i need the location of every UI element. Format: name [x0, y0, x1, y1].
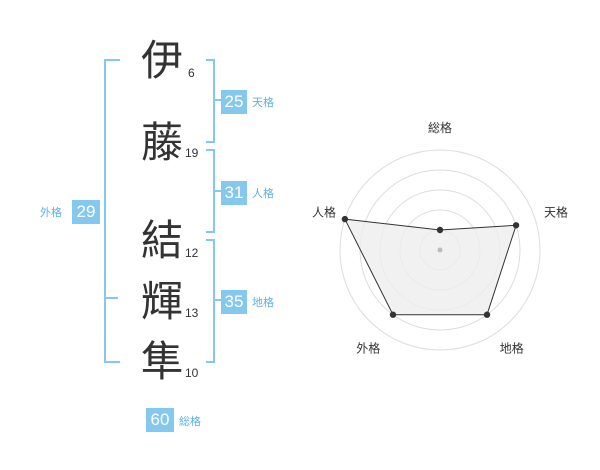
- radar-point-1: [436, 226, 444, 234]
- gaikaku-label: 外格: [40, 206, 62, 219]
- chikaku-label: 地格: [252, 296, 274, 309]
- stroke-count-5: 10: [185, 366, 199, 380]
- name-char-2: 藤: [141, 118, 184, 167]
- radar-axis-label-1: 総格: [428, 120, 452, 135]
- gaikaku-score: 29: [72, 200, 100, 224]
- chikaku-bracket: [206, 239, 215, 363]
- radar-axis-label-5: 人格: [312, 204, 336, 219]
- name-char-3: 結: [141, 216, 184, 265]
- stroke-count-4: 13: [185, 306, 199, 320]
- chikaku-tick: [215, 299, 221, 301]
- jinkaku-label: 人格: [252, 187, 274, 200]
- radar-point-5: [341, 215, 349, 223]
- radar-axis-label-4: 外格: [356, 341, 380, 356]
- tenkaku-score: 25: [221, 90, 247, 114]
- jinkaku-tick: [215, 190, 221, 192]
- radar-ring-1: [419, 229, 461, 271]
- radar-point-2: [512, 222, 520, 229]
- radar-ring-2: [399, 209, 481, 291]
- radar-center-dot: [437, 247, 443, 253]
- radar-axis-label-3: 地格: [500, 341, 524, 356]
- radar-ring-5: [339, 149, 541, 351]
- soukaku-label: 総格: [179, 415, 201, 428]
- jinkaku-score: 31: [221, 181, 247, 205]
- tenkaku-bracket: [206, 59, 215, 143]
- radar-point-3: [483, 311, 491, 318]
- stroke-count-2: 19: [185, 146, 199, 160]
- stroke-count-1: 6: [188, 66, 195, 80]
- radar-axis-label-2: 天格: [544, 204, 568, 219]
- tenkaku-tick: [215, 99, 221, 101]
- tenkaku-label: 天格: [252, 96, 274, 109]
- name-char-1: 伊: [141, 36, 184, 85]
- name-char-5: 隼: [141, 337, 184, 386]
- gaikaku-bracket: [104, 59, 120, 363]
- chikaku-score: 35: [221, 290, 247, 314]
- stroke-count-3: 12: [185, 246, 199, 260]
- jinkaku-bracket: [206, 149, 215, 233]
- gaikaku-inner-tick: [106, 297, 118, 299]
- radar-ring-4: [359, 169, 521, 331]
- radar-polygon: [344, 218, 517, 316]
- radar-point-4: [389, 311, 397, 318]
- soukaku-score: 60: [146, 408, 174, 432]
- radar-ring-3: [379, 189, 501, 311]
- name-char-4: 輝: [141, 277, 184, 326]
